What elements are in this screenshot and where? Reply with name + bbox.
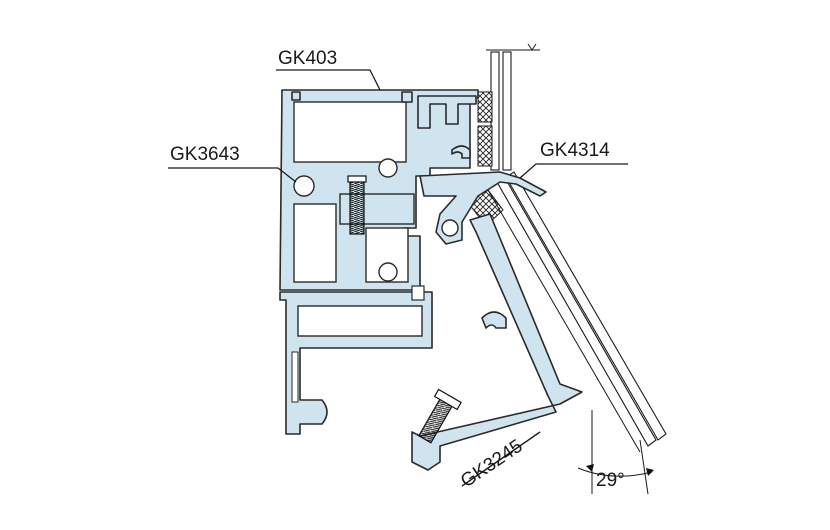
angle-dimension xyxy=(577,410,654,495)
upper-screw xyxy=(339,175,415,235)
inclined-glass-panel xyxy=(487,171,667,453)
gk3643-profile xyxy=(279,285,433,435)
glazing-clip-profile xyxy=(417,95,477,159)
gk4314-profile xyxy=(419,171,547,245)
upper-seal-strip xyxy=(477,91,493,123)
gk3245-profile xyxy=(411,213,583,471)
angle-label: 29° xyxy=(596,470,625,491)
upper-glass-panel xyxy=(486,43,540,171)
gk403-leader xyxy=(276,69,381,91)
upper-seal-block xyxy=(477,125,493,167)
gk403-label: GK403 xyxy=(278,48,337,69)
gk3643-leader xyxy=(168,167,297,183)
gk3245-label: GK3245 xyxy=(457,436,527,492)
lower-screw xyxy=(417,388,462,444)
gk4314-label: GK4314 xyxy=(540,140,610,161)
gk3643-label: GK3643 xyxy=(170,144,240,165)
gk4314-leader xyxy=(519,163,628,179)
